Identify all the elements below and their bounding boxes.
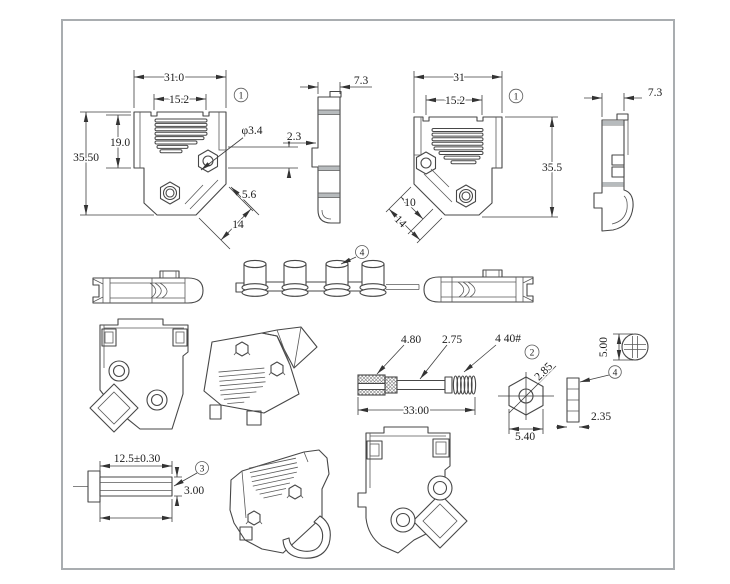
iso-view-inside-bottom (357, 426, 468, 554)
dim-length: 12.5±0.30 (114, 453, 161, 465)
dim-dia: 3.00 (184, 485, 204, 497)
hex-boss-hole (455, 184, 477, 208)
callout-4: 4 (608, 365, 622, 379)
pin-view: 12.5±0.30 3.00 3 (73, 452, 209, 522)
callout-4: 4 (355, 245, 369, 259)
screw-lock-post (281, 259, 309, 297)
iso-view-outside-upper (203, 326, 318, 426)
side-view-right: 7.3 (584, 86, 664, 232)
dim-clamp-length: 14 (392, 214, 409, 231)
dim-hole-dia: 2.85 (533, 360, 556, 383)
svg-text:3: 3 (200, 465, 205, 475)
screw-lock-top-view: 5.00 (597, 333, 649, 361)
hex-boss-hole (197, 149, 219, 173)
drawing-frame (61, 19, 675, 570)
front-view-right: 31 15.2 35.5 10 14 1 (385, 71, 564, 244)
thread (452, 375, 477, 395)
dim-height-outer: 35.5 (542, 162, 562, 174)
front-view-left: 31.0 15.2 19.0 35.50 φ3.4 2.3 5.6 14 1 (72, 70, 316, 250)
dim-depth: 7.3 (648, 87, 663, 99)
dim-overall-length: 33.00 (403, 405, 429, 417)
dim-outer-dia: 5.00 (598, 337, 610, 357)
dim-width-top: 15.2 (445, 95, 465, 107)
side-view-left: 7.3 (300, 74, 372, 224)
dim-hole-dia: φ3.4 (241, 125, 262, 137)
screw-lock-post (323, 259, 351, 297)
dim-width-top: 15.2 (169, 94, 189, 106)
dim-depth: 7.3 (354, 75, 369, 87)
callout-2: 2 (524, 344, 540, 360)
screw-lock-set: 4 (235, 245, 420, 297)
callout-3: 3 (195, 461, 209, 475)
svg-text:2: 2 (530, 349, 535, 359)
bushing-side-view: 4 2.35 (556, 365, 622, 430)
hex-nut-view: 2.85 5.40 (498, 359, 557, 445)
iso-view-inside-upper (89, 318, 189, 433)
callout-1: 1 (508, 88, 524, 104)
dim-clamp-length: 14 (232, 219, 244, 231)
thumbscrew-view: 4.80 2.75 4 40# 33.00 2 (357, 332, 540, 419)
dim-width-outer: 31 (453, 72, 465, 84)
dim-width-outer: 31.0 (164, 72, 184, 84)
screw-slot (357, 382, 386, 391)
dim-shaft-dia: 2.75 (442, 334, 462, 346)
dim-height-outer: 35.50 (73, 152, 99, 164)
svg-text:1: 1 (514, 93, 519, 103)
dim-height-step: 19.0 (110, 137, 130, 149)
top-view-right (423, 269, 534, 303)
dim-clamp-width: 10 (404, 197, 416, 209)
svg-text:1: 1 (239, 92, 244, 102)
dim-side-offset: 2.3 (287, 131, 302, 143)
dim-clamp-width: 5.6 (242, 189, 257, 201)
svg-text:4: 4 (360, 249, 365, 259)
dim-thickness: 2.35 (591, 411, 611, 423)
hex-boss-hole (159, 181, 181, 205)
dim-head-dia: 4.80 (401, 334, 421, 346)
callout-1: 1 (233, 87, 249, 103)
svg-text:4: 4 (613, 369, 618, 379)
screw-lock-post (241, 259, 269, 297)
top-view-left (92, 270, 204, 304)
screw-lock-post (359, 259, 387, 297)
iso-view-outside-bottom (229, 449, 331, 559)
dim-thread-spec: 4 40# (495, 333, 521, 345)
hex-boss-hole (415, 151, 437, 175)
dim-across-flats: 5.40 (515, 431, 535, 443)
